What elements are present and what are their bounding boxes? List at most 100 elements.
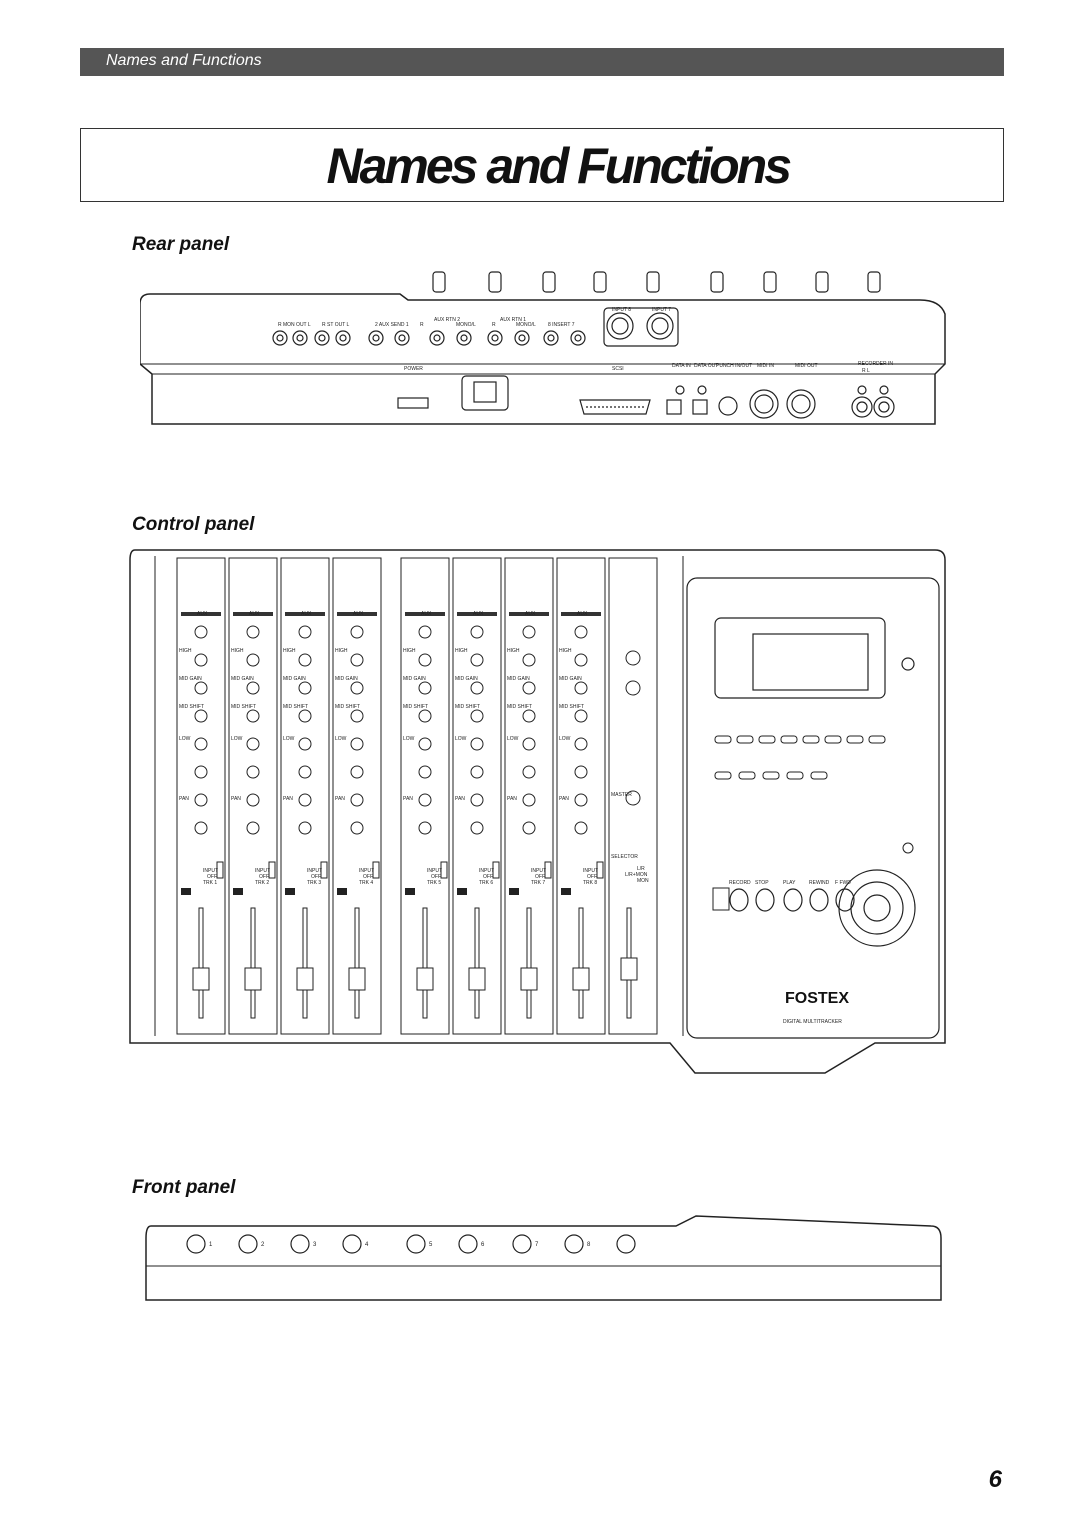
eq-knob [522, 765, 536, 779]
input-label: INPUT [479, 868, 494, 874]
eq-knob [350, 793, 364, 807]
label-midi-out: MIDI OUT [795, 363, 818, 369]
input-label: INPUT [307, 868, 322, 874]
eq-knob [470, 709, 484, 723]
pan-label: PAN [231, 796, 241, 802]
aux-header [509, 612, 549, 616]
eq-knob [470, 793, 484, 807]
mid-gain-label: MID GAIN [559, 676, 582, 682]
strip-outline [556, 557, 606, 1035]
eq-knob [522, 709, 536, 723]
input-switch [268, 861, 276, 879]
transport-button [835, 888, 855, 912]
shuttle-button [902, 842, 914, 854]
high-label: HIGH [231, 648, 244, 654]
front-knob [406, 1234, 426, 1254]
mid-shift-label: MID SHIFT [455, 704, 480, 710]
channel-number-badge [457, 888, 467, 895]
channel-number-badge [561, 888, 571, 895]
off-label: OFF [431, 874, 441, 880]
input-label: INPUT [531, 868, 546, 874]
front-knob-label: 8 [587, 1242, 591, 1248]
input-switch [440, 861, 448, 879]
eq-knob [246, 793, 260, 807]
function-button [714, 771, 732, 780]
eq-knob [418, 625, 432, 639]
eq-knob [350, 681, 364, 695]
eq-knob [194, 737, 208, 751]
rec-select-button [824, 735, 842, 744]
transport-button [809, 888, 829, 912]
input-label: INPUT [427, 868, 442, 874]
eq-knob [418, 681, 432, 695]
channel-number-badge [181, 888, 191, 895]
rec-select-button [868, 735, 886, 744]
eq-knob [574, 625, 588, 639]
transport-button [755, 888, 775, 912]
aux-header [233, 612, 273, 616]
low-label: LOW [403, 736, 415, 742]
trk-label: TRK 4 [359, 880, 373, 886]
trk-label: TRK 7 [531, 880, 545, 886]
high-label: HIGH [403, 648, 416, 654]
fader-slot [250, 907, 256, 1019]
eq-knob [470, 765, 484, 779]
channel-number-badge [405, 888, 415, 895]
pan-label: PAN [283, 796, 293, 802]
function-button [786, 771, 804, 780]
lr-mon-label: L/R+MON [625, 872, 648, 878]
eq-knob [574, 709, 588, 723]
transport-label: REWIND [809, 880, 830, 886]
front-knob [342, 1234, 362, 1254]
rear-panel-diagram: INPUT 8 INPUT 7 AUX RTN 2 AUX RTN 1 R MO… [140, 271, 946, 425]
front-knob-label: 4 [365, 1242, 369, 1248]
transport-label: STOP [755, 880, 769, 886]
mid-gain-label: MID GAIN [455, 676, 478, 682]
eq-knob [350, 653, 364, 667]
eq-knob [246, 737, 260, 751]
label-recorder-in: RECORDER IN [858, 361, 893, 367]
eq-knob [574, 765, 588, 779]
eq-knob [350, 821, 364, 835]
eq-knob [418, 737, 432, 751]
eq-knob [574, 681, 588, 695]
function-button [738, 771, 756, 780]
trk-label: TRK 1 [203, 880, 217, 886]
eq-knob [522, 737, 536, 751]
off-label: OFF [207, 874, 217, 880]
aux-header [337, 612, 377, 616]
channel-number-badge [285, 888, 295, 895]
input-label: INPUT [359, 868, 374, 874]
rear-top-knobs [432, 271, 881, 293]
label-punch: PUNCH IN/OUT [716, 363, 752, 369]
off-label: OFF [535, 874, 545, 880]
eq-knob [574, 737, 588, 751]
eq-knob [470, 681, 484, 695]
low-label: LOW [335, 736, 347, 742]
fader-cap [348, 967, 366, 991]
master-knob [625, 680, 641, 696]
low-label: LOW [283, 736, 295, 742]
label-r-st-out-l: R ST OUT L [322, 322, 350, 328]
eq-knob [574, 653, 588, 667]
label-recorder-rl: R L [862, 368, 870, 374]
eq-knob [418, 793, 432, 807]
fader-slot [302, 907, 308, 1019]
master-fader-cap [620, 957, 638, 981]
label-data-out: DATA OUT [694, 363, 718, 369]
channel-number: 2 [236, 890, 239, 896]
aux-header [285, 612, 325, 616]
eq-knob [246, 821, 260, 835]
fader-slot [474, 907, 480, 1019]
rear-panel-heading: Rear panel [132, 234, 230, 255]
channel-number: 5 [408, 890, 411, 896]
aux-label: AUX [473, 611, 484, 617]
section-header-bar: Names and Functions [80, 48, 1004, 76]
label-data-in: DATA IN [672, 363, 691, 369]
xlr-inputs [603, 307, 679, 347]
